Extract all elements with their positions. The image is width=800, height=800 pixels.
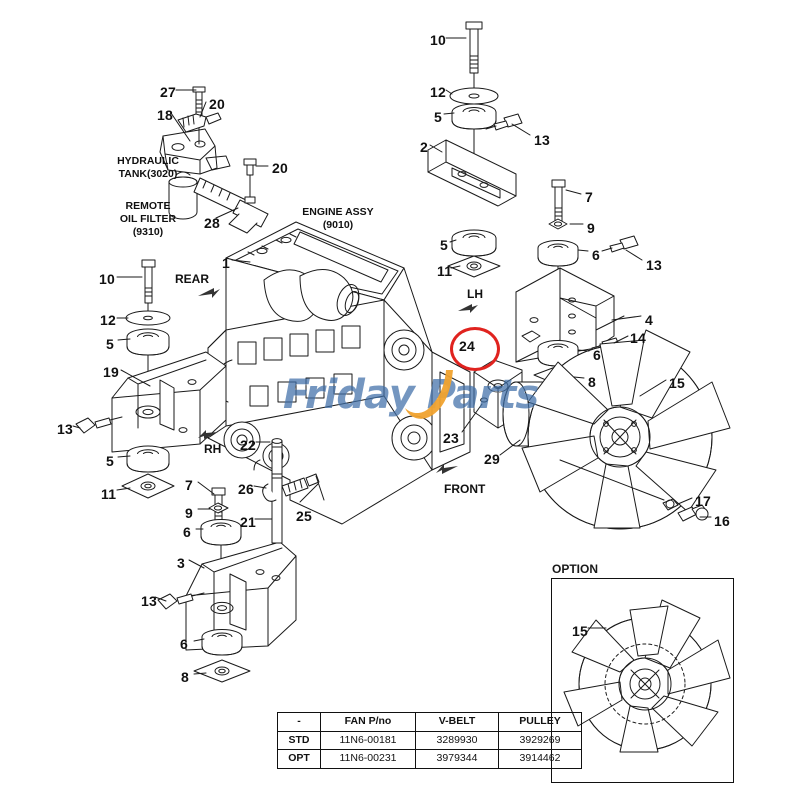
rh-arrow-icon bbox=[198, 430, 218, 439]
callout-9: 9 bbox=[587, 220, 595, 236]
callout-13: 13 bbox=[141, 593, 157, 609]
spec-row-std-pulley: 3929269 bbox=[498, 730, 582, 751]
spec-col-2: V-BELT bbox=[415, 712, 499, 732]
spec-table-row-std: STD 11N6-00181 3289930 3929269 bbox=[277, 730, 582, 751]
label-rh: RH bbox=[204, 442, 222, 456]
callout-9: 9 bbox=[185, 505, 193, 521]
spec-table-row-opt: OPT 11N6-00231 3979344 3914462 bbox=[277, 749, 582, 769]
callout-22: 22 bbox=[240, 437, 256, 453]
callout-18: 18 bbox=[157, 107, 173, 123]
callout-7: 7 bbox=[585, 189, 593, 205]
callout-6: 6 bbox=[183, 524, 191, 540]
spec-col-3: PULLEY bbox=[498, 712, 582, 732]
lh-arrow-icon bbox=[458, 304, 478, 313]
label-hydraulic-tank-line2: TANK(3020) bbox=[118, 168, 178, 181]
label-remote-filter-line2: OIL FILTER bbox=[119, 213, 177, 226]
callout-15: 15 bbox=[669, 375, 685, 391]
spec-row-opt-vbelt: 3979344 bbox=[415, 749, 499, 769]
rh-front-bracket bbox=[515, 179, 639, 386]
callout-13: 13 bbox=[57, 421, 73, 437]
spec-row-opt-pulley: 3914462 bbox=[498, 749, 582, 769]
callout-3: 3 bbox=[177, 555, 185, 571]
spec-row-std-label: STD bbox=[277, 730, 321, 751]
callout-4: 4 bbox=[645, 312, 653, 328]
callout-26: 26 bbox=[238, 481, 254, 497]
rear-lh-bracket-19 bbox=[75, 259, 227, 499]
option-fan bbox=[563, 599, 731, 753]
spec-col-1: FAN P/no bbox=[320, 712, 416, 732]
option-box bbox=[551, 578, 734, 783]
rear-arrow-icon bbox=[198, 288, 220, 298]
callout-10: 10 bbox=[430, 32, 446, 48]
spec-table-header-row: - FAN P/no V-BELT PULLEY bbox=[277, 712, 582, 732]
cooling-fan-main bbox=[521, 329, 731, 530]
callout-23: 23 bbox=[443, 430, 459, 446]
spec-col-0: - bbox=[277, 712, 321, 732]
spec-table: - FAN P/no V-BELT PULLEY STD 11N6-00181 … bbox=[277, 712, 582, 769]
callout-25: 25 bbox=[296, 508, 312, 524]
callout-20: 20 bbox=[209, 96, 225, 112]
callout-20: 20 bbox=[272, 160, 288, 176]
callout-17: 17 bbox=[695, 493, 711, 509]
callout-15: 15 bbox=[572, 623, 588, 639]
callout-6: 6 bbox=[180, 636, 188, 652]
label-hydraulic-tank: HYDRAULIC TANK(3020) bbox=[96, 155, 200, 181]
spec-row-std-vbelt: 3289930 bbox=[415, 730, 499, 751]
callout-5: 5 bbox=[440, 237, 448, 253]
callout-7: 7 bbox=[185, 477, 193, 493]
hydraulic-tank-group bbox=[159, 86, 269, 234]
spec-row-opt-label: OPT bbox=[277, 749, 321, 769]
label-remote-oil-filter: REMOTE OIL FILTER (9310) bbox=[96, 200, 200, 239]
front-arrow-icon bbox=[436, 464, 458, 474]
callout-13: 13 bbox=[534, 132, 550, 148]
callout-16: 16 bbox=[714, 513, 730, 529]
callout-8: 8 bbox=[181, 669, 189, 685]
lh-rear-mount-stack bbox=[427, 21, 523, 278]
callout-10: 10 bbox=[99, 271, 115, 287]
callout-21: 21 bbox=[240, 514, 256, 530]
front-lh-bracket-3 bbox=[157, 487, 297, 683]
callout-27: 27 bbox=[160, 84, 176, 100]
spec-row-opt-fan: 11N6-00231 bbox=[320, 749, 416, 769]
callout-29: 29 bbox=[484, 451, 500, 467]
dipstick-tube-group bbox=[253, 438, 325, 544]
label-engine-assy: ENGINE ASSY (9010) bbox=[283, 206, 393, 232]
callout-14: 14 bbox=[630, 330, 646, 346]
label-hydraulic-tank-line1: HYDRAULIC bbox=[117, 155, 179, 167]
callout-19: 19 bbox=[103, 364, 119, 380]
label-engine-assy-line2: (9010) bbox=[322, 219, 354, 232]
option-box-label: OPTION bbox=[552, 562, 599, 576]
callout-2: 2 bbox=[420, 139, 428, 155]
callout-13: 13 bbox=[646, 257, 662, 273]
engine-assembly bbox=[191, 221, 471, 525]
callout-6: 6 bbox=[592, 247, 600, 263]
callout-11: 11 bbox=[437, 263, 453, 279]
label-remote-filter-line3: (9310) bbox=[132, 226, 164, 239]
label-engine-assy-line1: ENGINE ASSY bbox=[302, 206, 374, 218]
callout-5: 5 bbox=[434, 109, 442, 125]
callout-5: 5 bbox=[106, 336, 114, 352]
label-lh: LH bbox=[467, 287, 483, 301]
callout-12: 12 bbox=[430, 84, 446, 100]
callout-12: 12 bbox=[100, 312, 116, 328]
spec-row-std-fan: 11N6-00181 bbox=[320, 730, 416, 751]
label-front: FRONT bbox=[444, 482, 486, 496]
callout-11: 11 bbox=[101, 486, 117, 502]
label-rear: REAR bbox=[175, 272, 210, 286]
leader-lines bbox=[72, 37, 712, 675]
callout-24-highlighted: 24 bbox=[459, 338, 475, 354]
label-remote-filter-line1: REMOTE bbox=[125, 200, 171, 212]
callout-8: 8 bbox=[588, 374, 596, 390]
highlight-ellipse-item-24 bbox=[450, 327, 500, 371]
callout-5: 5 bbox=[106, 453, 114, 469]
callout-6: 6 bbox=[593, 347, 601, 363]
callout-1: 1 bbox=[222, 255, 230, 271]
callout-28: 28 bbox=[204, 215, 220, 231]
